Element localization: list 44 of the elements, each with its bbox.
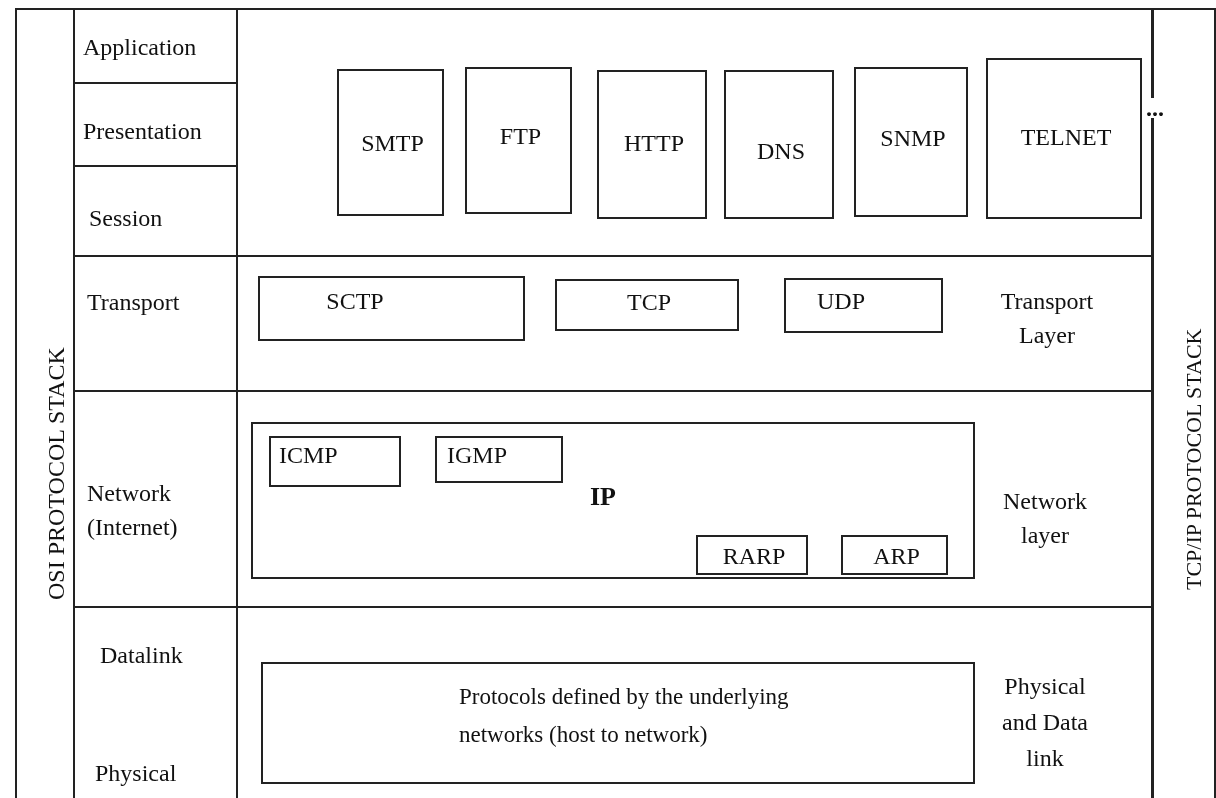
ellipsis-note: ...	[1145, 98, 1165, 118]
protocol-box	[261, 662, 975, 784]
protocol-box	[724, 70, 834, 219]
protocol-box	[258, 276, 525, 341]
protocol-box	[251, 422, 975, 579]
protocol-name: SCTP	[325, 287, 385, 316]
protocol-name: IGMP	[447, 441, 508, 470]
stack-label: OSI PROTOCOL STACK	[42, 347, 70, 600]
protocol-box	[555, 279, 739, 331]
protocol-box	[841, 535, 948, 575]
protocol-name: IP	[589, 481, 617, 513]
protocol-box	[337, 69, 444, 216]
protocol-name: ICMP	[279, 441, 339, 470]
protocol-name: HTTP	[623, 129, 685, 158]
layer-name: Presentation	[83, 117, 203, 146]
layer-name: Physical and Data link	[1001, 672, 1089, 773]
protocol-box	[696, 535, 808, 575]
protocol-box	[269, 436, 401, 487]
layer-name: Application	[83, 33, 198, 62]
protocol-name: Protocols defined by the underlying networks (host to network)	[459, 683, 790, 749]
protocol-name: ARP	[872, 542, 921, 571]
protocol-box	[435, 436, 563, 483]
stack-label: TCP/IP PROTOCOL STACK	[1180, 328, 1207, 590]
protocol-name: TELNET	[1019, 123, 1113, 152]
protocol-name: RARP	[721, 542, 787, 571]
protocol-name: TCP	[626, 288, 672, 317]
protocol-name: SNMP	[879, 124, 947, 153]
layer-name: Physical	[95, 759, 178, 788]
protocol-box	[597, 70, 707, 219]
stack-band	[15, 8, 75, 798]
layer-name: Network layer	[1002, 487, 1088, 550]
protocol-box	[465, 67, 572, 214]
layer-name: Network (Internet)	[87, 479, 179, 542]
protocol-name: SMTP	[360, 129, 425, 158]
protocol-name: DNS	[756, 137, 806, 166]
layer-name: Transport	[87, 288, 181, 317]
layer-name: Transport Layer	[999, 287, 1095, 350]
protocol-name: UDP	[816, 287, 866, 316]
protocol-name: FTP	[498, 122, 543, 151]
protocol-box	[854, 67, 968, 217]
protocol-box	[784, 278, 943, 333]
protocol-box	[986, 58, 1142, 219]
layer-name: Datalink	[100, 641, 184, 670]
layer-name: Session	[89, 204, 164, 233]
